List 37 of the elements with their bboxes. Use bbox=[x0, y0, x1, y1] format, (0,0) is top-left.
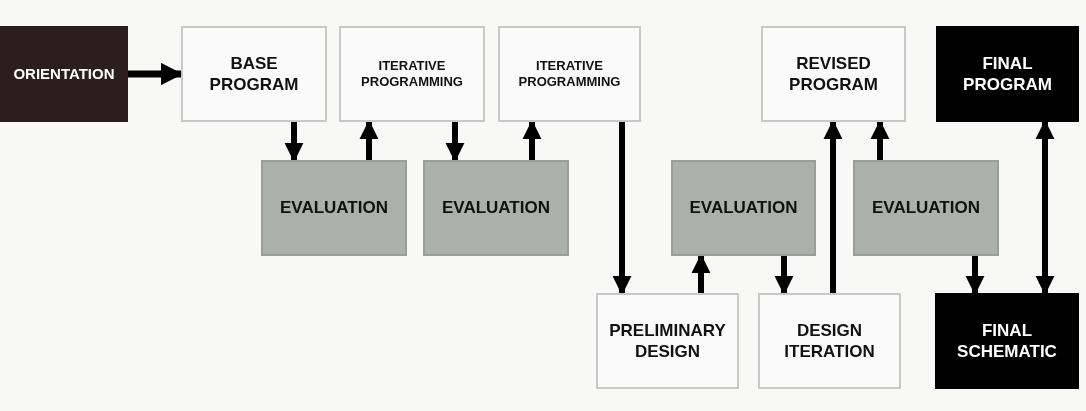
arrow bbox=[359, 120, 379, 160]
arrow bbox=[522, 120, 542, 160]
arrow bbox=[1035, 120, 1055, 295]
arrow bbox=[445, 122, 465, 162]
process-box bbox=[758, 293, 901, 389]
process-box bbox=[339, 26, 485, 122]
box-label: EVALUATION bbox=[688, 197, 799, 219]
process-box bbox=[498, 26, 641, 122]
evaluation-box bbox=[853, 160, 999, 256]
box-label: REVISED PROGRAM bbox=[788, 52, 879, 96]
box-label: EVALUATION bbox=[441, 197, 551, 219]
box-label: BASE PROGRAM bbox=[208, 52, 300, 96]
evaluation-box bbox=[261, 160, 407, 256]
box-label: DESIGN ITERATION bbox=[783, 319, 876, 363]
evaluation-box bbox=[423, 160, 569, 256]
process-box bbox=[0, 26, 128, 122]
evaluation-box bbox=[671, 160, 816, 256]
process-box bbox=[181, 26, 327, 122]
arrow bbox=[823, 120, 843, 293]
box-label: PRELIMINARY DESIGN bbox=[608, 319, 727, 363]
arrow bbox=[965, 256, 985, 295]
arrow bbox=[774, 256, 794, 295]
arrow bbox=[284, 122, 304, 162]
box-label: ITERATIVE PROGRAMMING bbox=[517, 57, 622, 91]
box-label: EVALUATION bbox=[279, 197, 389, 219]
box-label: ITERATIVE PROGRAMMING bbox=[360, 57, 464, 91]
box-label: ORIENTATION bbox=[13, 64, 115, 84]
process-box bbox=[596, 293, 739, 389]
arrow bbox=[612, 122, 632, 295]
box-label: FINAL SCHEMATIC bbox=[956, 319, 1058, 363]
box-label: EVALUATION bbox=[871, 197, 981, 219]
arrow bbox=[870, 120, 890, 160]
process-box bbox=[936, 26, 1079, 122]
arrow bbox=[691, 254, 711, 293]
process-box bbox=[761, 26, 906, 122]
box-label: FINAL PROGRAM bbox=[962, 52, 1053, 96]
process-box bbox=[935, 293, 1079, 389]
